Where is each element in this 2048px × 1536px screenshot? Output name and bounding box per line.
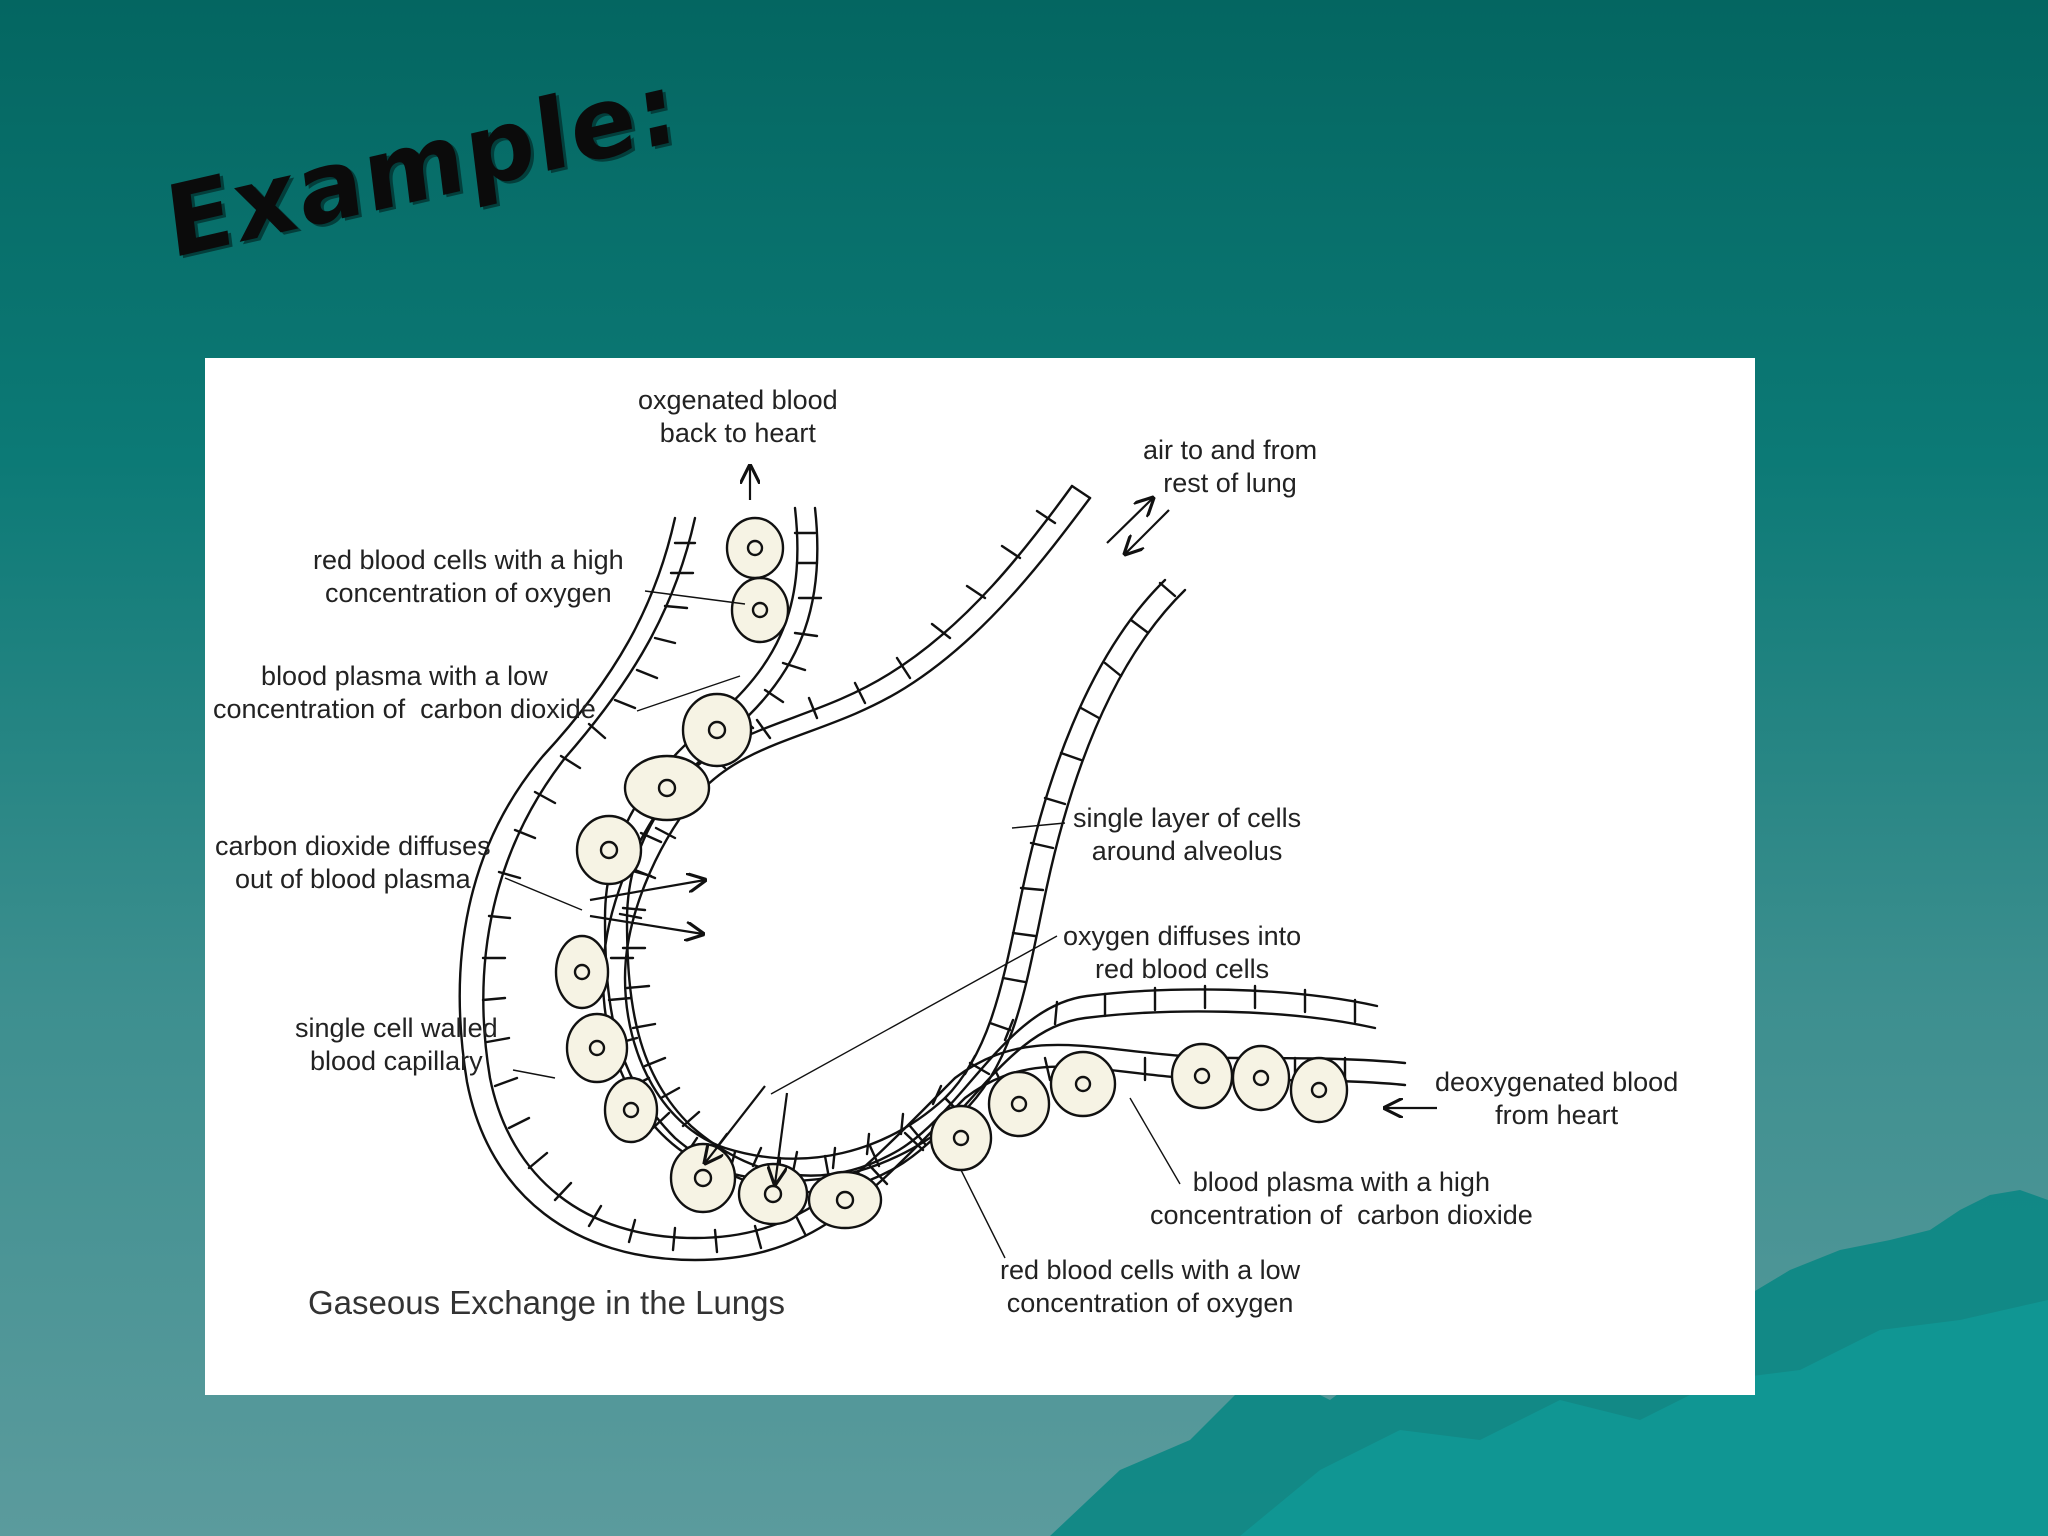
label-rbc-low-o2: red blood cells with a low concentration… xyxy=(1000,1255,1301,1318)
label-rbc-high-o2: red blood cells with a high concentratio… xyxy=(313,545,624,608)
label-deoxygenated-in: deoxygenated blood from heart xyxy=(1435,1067,1679,1130)
red-blood-cells xyxy=(554,516,1349,1230)
leader-lines xyxy=(504,590,1181,1259)
label-single-layer: single layer of cells around alveolus xyxy=(1073,803,1302,866)
arrows xyxy=(589,466,1437,1184)
label-co2-diffuses: carbon dioxide diffuses out of blood pla… xyxy=(215,831,491,894)
label-o2-diffuses: oxygen diffuses into red blood cells xyxy=(1063,921,1302,984)
label-air-flow: air to and from rest of lung xyxy=(1143,435,1318,498)
label-plasma-high-co2: blood plasma with a high concentration o… xyxy=(1150,1167,1533,1230)
gas-exchange-diagram xyxy=(458,358,1437,1262)
label-oxygenated-out: oxgenated blood back to heart xyxy=(638,385,838,448)
label-capillary-wall: single cell walled blood capillary xyxy=(295,1013,498,1076)
diagram-panel: oxgenated blood back to heart air to and… xyxy=(205,358,1755,1395)
label-plasma-low-co2: blood plasma with a low concentration of… xyxy=(213,661,596,724)
diagram-caption: Gaseous Exchange in the Lungs xyxy=(308,1284,786,1321)
